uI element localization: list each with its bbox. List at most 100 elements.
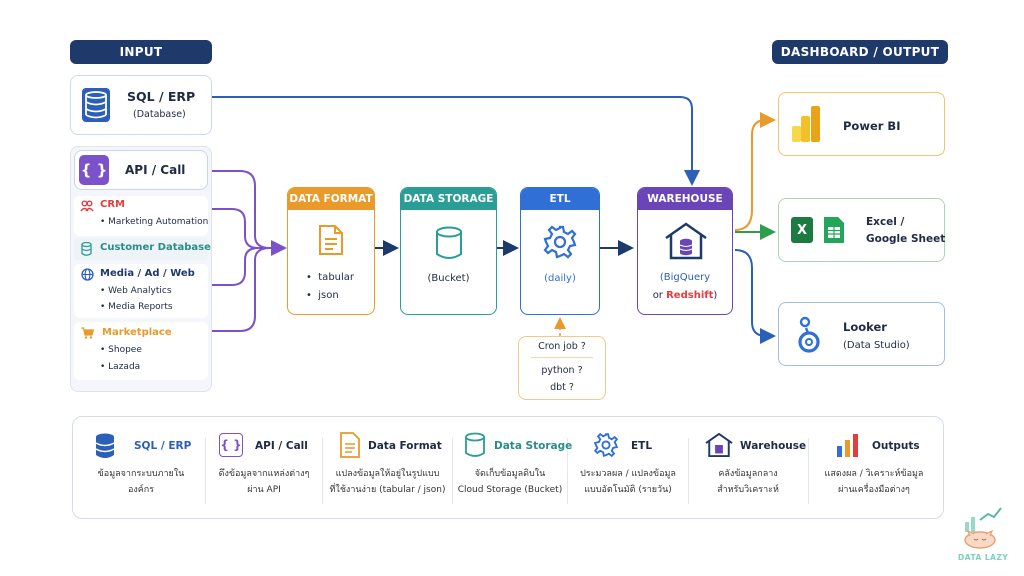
legend-desc-line: ดึงข้อมูลจากแหล่งต่างๆ [218,469,310,479]
warehouse-to-looker-line [734,249,776,344]
warehouse-line1: (BigQuery [659,272,711,283]
legend-desc-line: ผ่าน API [247,485,281,495]
document-icon [319,225,343,255]
media-item-1: • Web Analytics [100,286,172,296]
warehouse-icon [665,222,707,260]
sql-erp-subtitle: (Database) [133,109,186,120]
crm-title: CRM [100,199,125,210]
legend-warehouse-title: Warehouse [740,440,807,452]
media-ad-web-card[interactable]: Media / Ad / Web • Web Analytics • Media… [74,264,208,318]
cart-icon [81,327,94,339]
data-format-title: DATA FORMAT [288,188,374,210]
looker-label-line1: Looker [843,320,887,334]
excel-label-line1: Excel / [866,216,905,228]
sql-erp-title: SQL / ERP [127,89,196,104]
looker-label-line2: (Data Studio) [843,340,910,351]
marketplace-title: Marketplace [102,327,172,338]
data-lazy-logo: DATA LAZY [958,506,1008,564]
legend-format-desc: แปลงข้อมูลให้อยู่ในรูปแบบที่ใช้งานง่าย (… [324,466,451,498]
marketplace-card[interactable]: Marketplace • Shopee • Lazada [74,322,208,380]
legend-outputs-desc: แสดงผล / วิเคราะห์ข้อมูลผ่านเครื่องมือต่… [810,466,938,498]
legend-divider [205,438,206,504]
legend-desc-line: ที่ใช้งานง่าย (tabular / json) [329,485,446,495]
etl-stage[interactable]: ETL (daily) [520,187,600,315]
legend-item-format: Data Format แปลงข้อมูลให้อยู่ในรูปแบบที่… [324,428,451,508]
legend-panel [72,416,944,519]
excel-sheets-card[interactable]: X Excel / Google Sheet [778,198,945,262]
warehouse-icon [705,432,733,458]
database-small-icon [81,242,92,256]
data-storage-title: DATA STORAGE [401,188,496,210]
looker-card[interactable]: Looker (Data Studio) [778,302,945,366]
warehouse-line2: or Redshift) [638,290,732,301]
media-item-2: • Media Reports [100,302,173,312]
database-icon [82,88,110,122]
marketplace-item-1: • Shopee [100,345,142,355]
legend-divider [688,438,689,504]
crm-card[interactable]: CRM • Marketing Automation [74,196,208,236]
crm-item-label: Marketing Automation [108,217,209,227]
tool-cron: Cron job ? [538,341,586,352]
tools-box[interactable]: Cron job ? python ? dbt ? [518,336,606,400]
api-call-title: API / Call [125,163,186,177]
power-bi-card[interactable]: Power BI [778,92,945,156]
input-merge-lines [208,170,287,332]
legend-item-api: { } API / Call ดึงข้อมูลจากแหล่งต่างๆผ่า… [207,428,321,508]
format-item-1: • tabular [306,272,355,283]
legend-sql-title: SQL / ERP [134,440,192,452]
legend-sql-desc: ข้อมูลจากระบบภายในองค์กร [80,466,202,498]
legend-desc-line: แปลงข้อมูลให้อยู่ในรูปแบบ [335,469,440,479]
legend-divider [322,438,323,504]
excel-label-line2: Google Sheet [866,233,946,245]
media-title: Media / Ad / Web [100,268,195,279]
tools-divider [531,357,593,358]
legend-divider [452,438,453,504]
gear-icon [593,432,619,458]
warehouse-or-text: or [652,290,667,301]
sql-to-warehouse-line [208,96,700,186]
gear-icon [543,225,577,259]
bar-chart-icon [837,434,858,457]
globe-icon [81,268,94,281]
redshift-text: Redshift [666,290,714,301]
api-call-card[interactable]: { } API / Call [74,150,208,190]
users-icon [80,200,94,212]
tool-python: python ? [541,365,583,376]
customer-database-card[interactable]: Customer Database [74,238,211,260]
legend-api-title: API / Call [255,440,308,452]
document-icon [340,432,360,458]
warehouse-close-paren: ) [713,290,718,301]
sql-erp-card[interactable]: SQL / ERP (Database) [70,75,212,135]
warehouse-to-powerbi-line [734,112,776,231]
legend-desc-line: สำหรับวิเคราะห์ [717,485,779,495]
marketplace-item-2: • Lazada [100,362,141,372]
legend-desc-line: ข้อมูลจากระบบภายใน [97,469,185,479]
tool-dbt: dbt ? [550,382,574,393]
legend-desc-line: Cloud Storage (Bucket) [457,485,563,495]
warehouse-stage[interactable]: WAREHOUSE (BigQuery or Redshift) [637,187,733,315]
legend-item-sql: SQL / ERP ข้อมูลจากระบบภายในองค์กร [80,428,202,508]
legend-etl-desc: ประมวลผล / แปลงข้อมูลแบบอัตโนมัติ (รายวั… [569,466,687,498]
legend-desc-line: แสดงผล / วิเคราะห์ข้อมูล [824,469,924,479]
media-item-label: Web Analytics [108,286,172,296]
storage-label: (Bucket) [427,273,470,284]
database-icon [95,433,115,458]
output-header: DASHBOARD / OUTPUT [772,40,948,64]
legend-format-title: Data Format [368,440,442,452]
bucket-icon [436,226,462,259]
data-storage-stage[interactable]: DATA STORAGE (Bucket) [400,187,497,315]
legend-item-etl: ETL ประมวลผล / แปลงข้อมูลแบบอัตโนมัติ (ร… [569,428,687,508]
crm-item: • Marketing Automation [100,217,209,227]
format-item-label: tabular [318,272,355,283]
looker-icon [798,316,820,353]
data-format-stage[interactable]: DATA FORMAT • tabular • json [287,187,375,315]
logo-text: DATA LAZY [958,553,1009,562]
format-item-2: • json [306,290,339,301]
legend-outputs-title: Outputs [872,440,920,452]
google-sheets-icon [824,217,844,243]
marketplace-item-label: Lazada [108,362,141,372]
legend-desc-line: ผ่านเครื่องมือต่างๆ [838,485,910,495]
